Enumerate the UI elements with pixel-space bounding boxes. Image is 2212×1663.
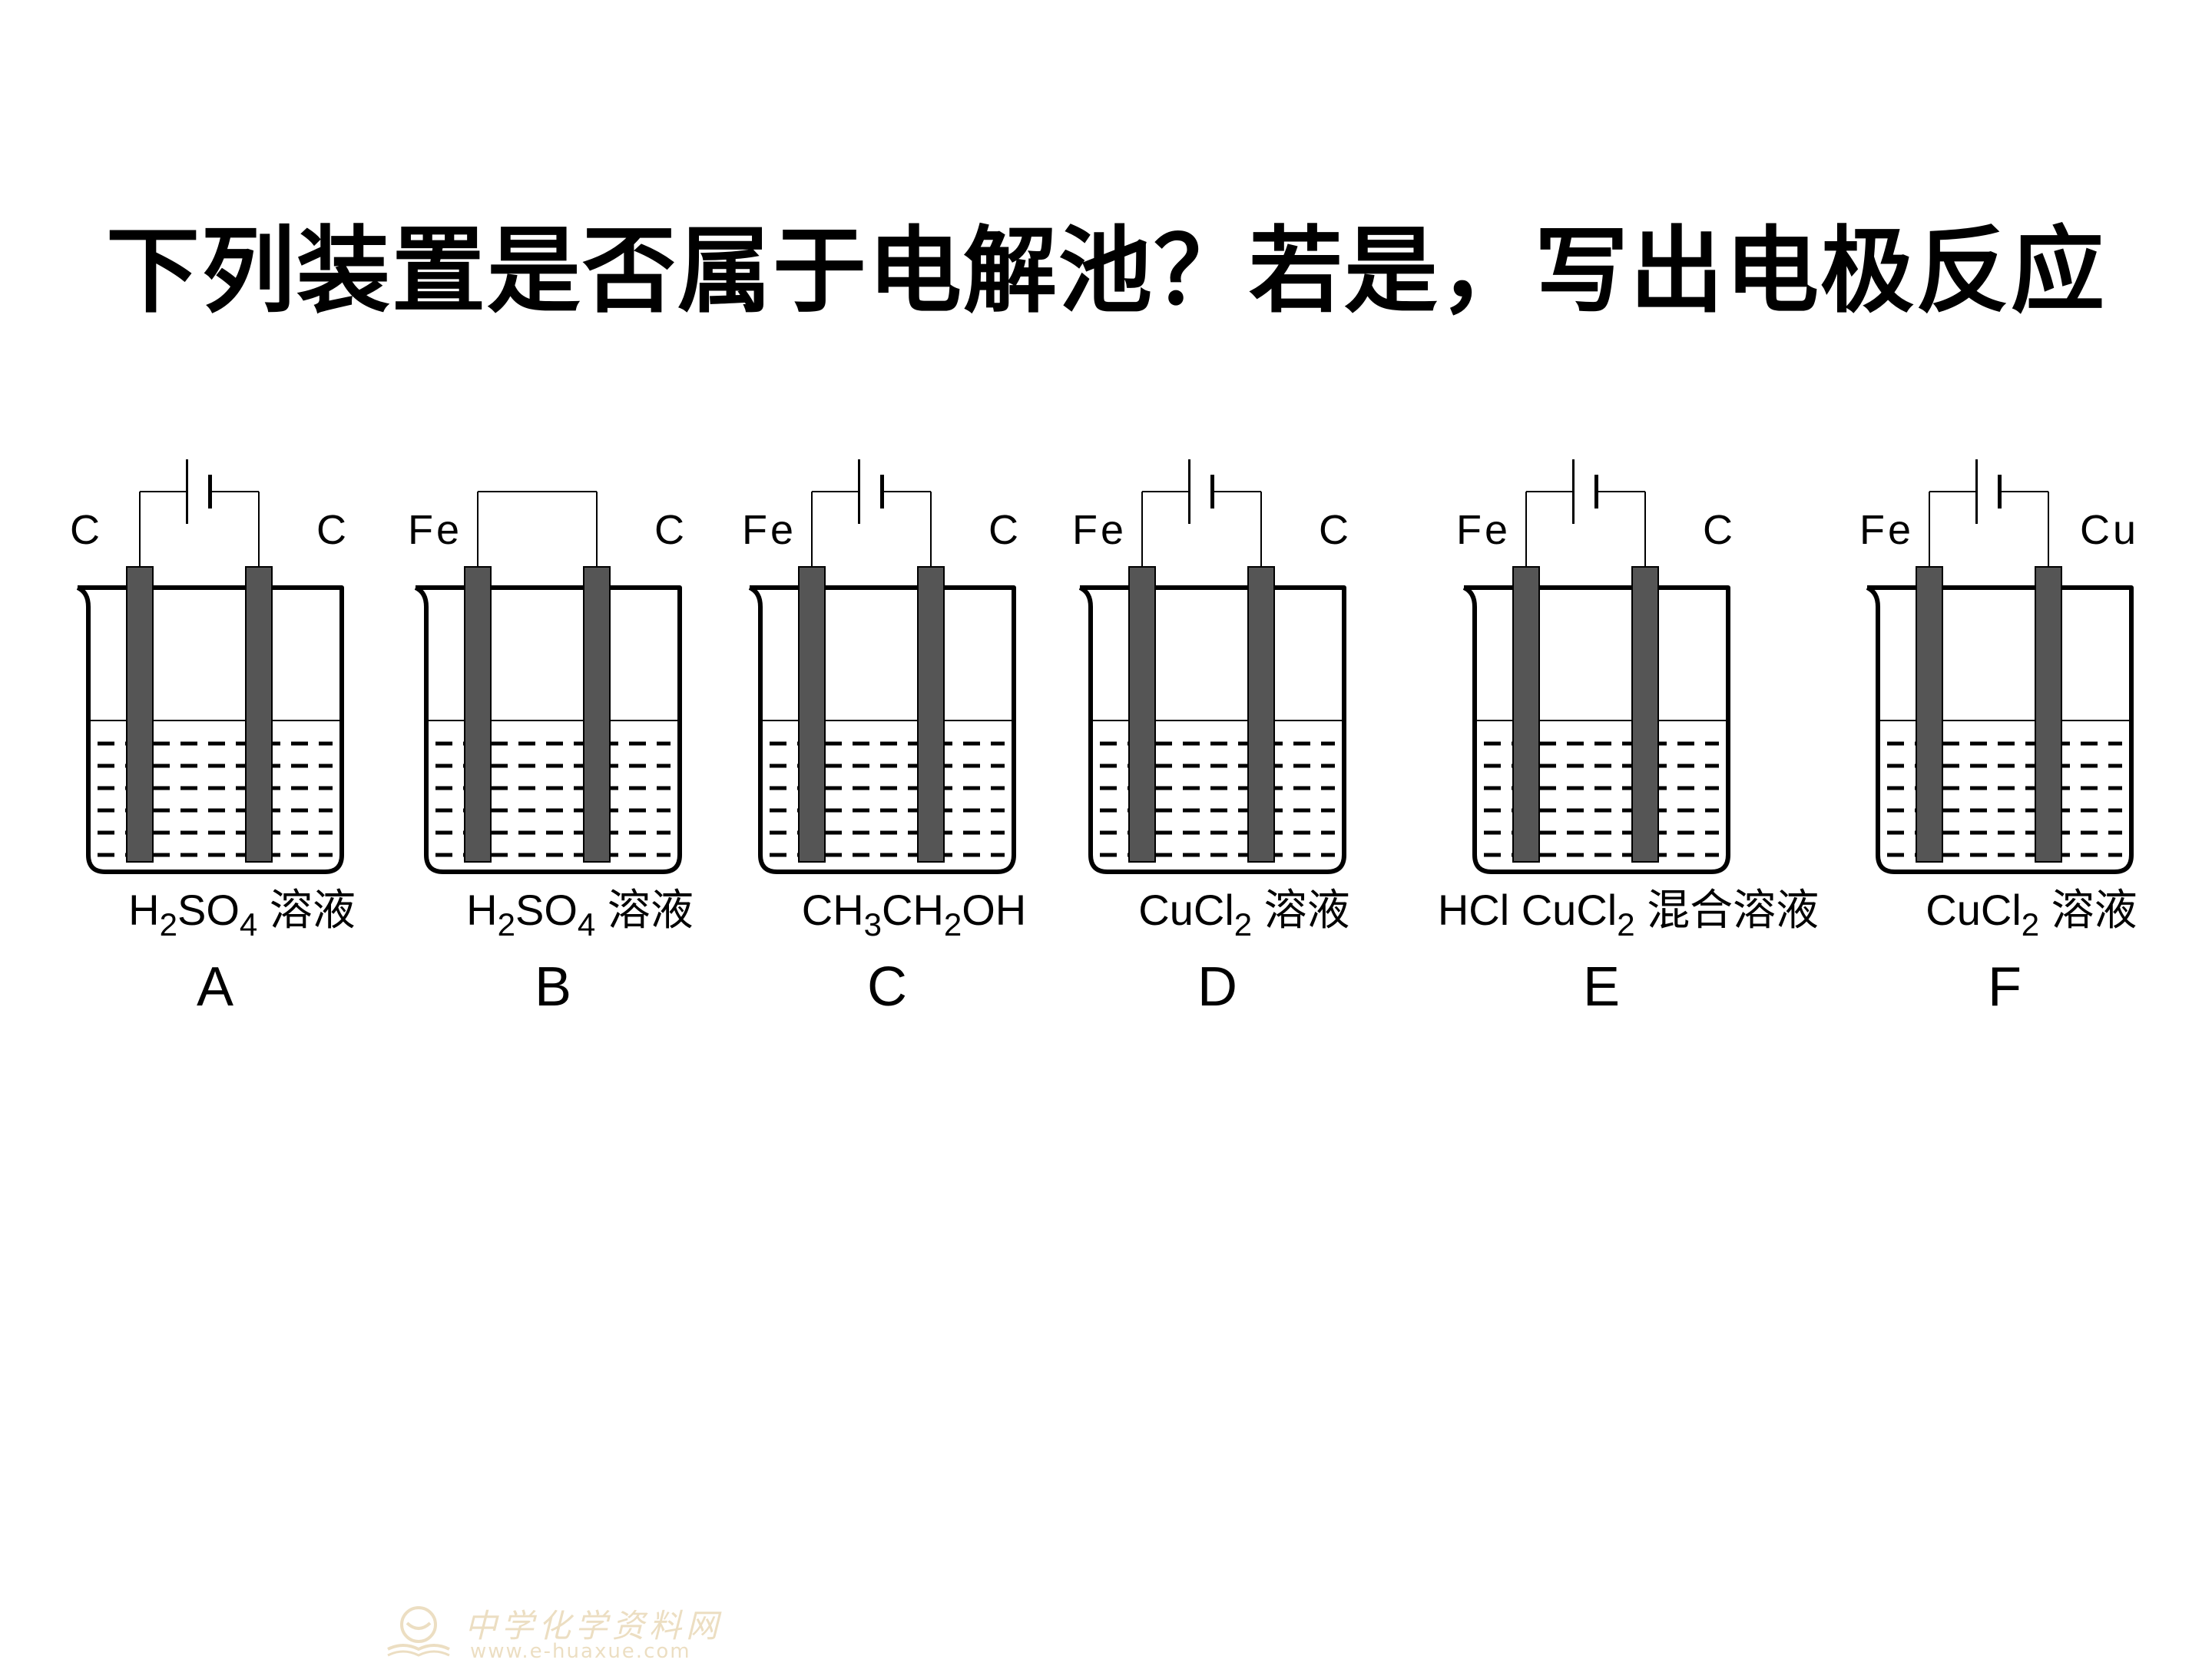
right-electrode-rod: [583, 566, 611, 863]
cell-letter: E: [1582, 956, 1621, 1018]
cell-a: C C H2SO4 溶液 A: [65, 430, 419, 1045]
cell-b: Fe C H2SO4 溶液 B: [403, 430, 757, 1045]
right-electrode-rod: [1631, 566, 1659, 863]
beaker-diagram: [1866, 459, 2134, 874]
beaker-outline: [76, 585, 344, 874]
left-electrode-rod: [464, 566, 492, 863]
cell-letter: B: [534, 956, 572, 1018]
left-electrode-label: Fe: [408, 507, 463, 553]
slide-title: 下列装置是否属于电解池？若是，写出电极反应: [106, 217, 2106, 326]
left-electrode-label: Fe: [742, 507, 797, 553]
right-electrode-label: C: [988, 507, 1022, 553]
solution-label: HCl CuCl2 混合溶液: [1437, 886, 1820, 942]
left-electrode-rod: [1916, 566, 1943, 863]
right-electrode-rod: [917, 566, 945, 863]
right-electrode-label: C: [1703, 507, 1736, 553]
cell-letter: C: [867, 956, 907, 1018]
beaker-outline: [414, 585, 682, 874]
beaker-diagram: [1462, 459, 1730, 874]
left-electrode-rod: [1512, 566, 1540, 863]
watermark-logo: 中学化学资料网 www.e-huaxue.com: [384, 1602, 737, 1663]
left-electrode-rod: [126, 566, 154, 863]
left-electrode-label: Fe: [1456, 507, 1512, 553]
left-electrode-label: Fe: [1859, 507, 1915, 553]
watermark-name: 中学化学资料网: [465, 1607, 724, 1645]
cell-letter: A: [196, 956, 234, 1018]
beaker-diagram: [1078, 459, 1346, 874]
beaker-diagram: [414, 491, 682, 874]
right-electrode-label: C: [1319, 507, 1352, 553]
solution-label: CuCl2 溶液: [1138, 886, 1350, 942]
cell-d: Fe C CuCl2 溶液 D: [1068, 430, 1421, 1045]
right-electrode-rod: [2035, 566, 2062, 863]
beaker-outline: [748, 585, 1016, 874]
solution-label: CH3CH2OH: [801, 886, 1027, 942]
right-electrode-label: Cu: [2079, 507, 2139, 553]
left-electrode-rod: [1128, 566, 1156, 863]
cell-letter: D: [1197, 956, 1237, 1018]
beaker-diagram: [76, 459, 344, 874]
beaker-diagram: [748, 459, 1016, 874]
beaker-outline: [1866, 585, 2134, 874]
cell-letter: F: [1988, 956, 2022, 1018]
watermark-url: www.e-huaxue.com: [470, 1640, 691, 1663]
beaker-outline: [1078, 585, 1346, 874]
left-electrode-label: C: [70, 507, 103, 553]
left-electrode-label: Fe: [1072, 507, 1128, 553]
cell-e: Fe C HCl CuCl2 混合溶液 E: [1438, 430, 1819, 1045]
beaker-outline: [1462, 585, 1730, 874]
right-electrode-label: C: [654, 507, 687, 553]
book-icon: [387, 1606, 450, 1657]
right-electrode-rod: [245, 566, 273, 863]
right-electrode-label: C: [316, 507, 349, 553]
solution-label: H2SO4 溶液: [466, 886, 694, 942]
solution-label: CuCl2 溶液: [1926, 886, 2137, 942]
solution-label: H2SO4 溶液: [128, 886, 356, 942]
right-electrode-rod: [1247, 566, 1275, 863]
left-electrode-rod: [798, 566, 826, 863]
